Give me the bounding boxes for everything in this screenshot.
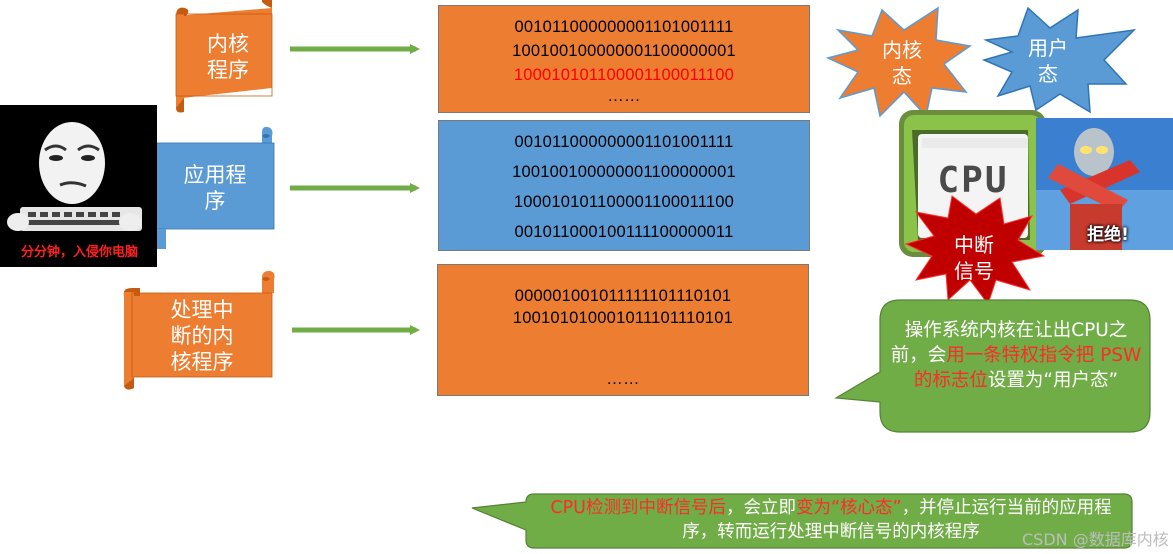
kernel-code-box: 001011000000001101001111 100100100000001… — [438, 5, 810, 113]
user-mode-label: 用户 态 — [1028, 36, 1068, 86]
interrupt-code-line-2: 100101010001011101110101 — [512, 309, 734, 327]
scroll-interrupt-handler — [123, 270, 275, 390]
bubble-right-part1: 操作系统内核在让出CPU之前，会 — [890, 320, 1128, 366]
bubble-bottom — [471, 493, 1133, 549]
bubble-bottom-seg2: ，会立即 — [725, 498, 796, 518]
burst-interrupt-signal — [904, 195, 1046, 306]
burst-kernel-mode — [825, 6, 972, 118]
app-code-line-1: 001011000000001101001111 — [514, 133, 734, 151]
app-code-box: 001011000000001101001111 100100100000001… — [438, 120, 810, 251]
kernel-program-label: 内核 程序 — [207, 32, 249, 82]
bubble-right-text: 操作系统内核在让出CPU之前，会用一条特权指令把 PSW 的标志位设置为“用户态… — [890, 318, 1142, 393]
app-program-label: 应用程 序 — [183, 163, 247, 213]
kernel-code-line-highlight: 100010101100001100011100 — [513, 66, 735, 84]
refuse-label: 拒绝! — [1087, 225, 1129, 245]
refuse-image — [1036, 118, 1173, 250]
interrupt-code-ellipsis: …… — [606, 370, 640, 388]
interrupt-signal-label: 中断 信号 — [954, 233, 994, 283]
bubble-bottom-text: CPU检测到中断信号后，会立即变为“核心态”，并停止运行当前的应用程序，转而运行… — [536, 496, 1126, 544]
interrupt-code-box: 000001001011111101110101 100101010001011… — [437, 264, 809, 396]
bubble-right — [834, 299, 1151, 433]
bubble-bottom-seg4: ，并停止运行当前的应用程序，转而运行处理中断信号的内核程序 — [682, 498, 1112, 542]
kernel-mode-label: 内核 态 — [882, 38, 922, 88]
bubble-right-part3: 设置为“用户态” — [987, 370, 1119, 391]
bubble-bottom-seg3: 变为“核心态” — [795, 498, 902, 518]
interrupt-handler-label: 处理中 断的内 核程序 — [170, 298, 234, 374]
cpu-chip-label: CPU — [937, 160, 1009, 201]
meme-image — [0, 105, 157, 267]
meme-caption: 分分钟，入侵你电脑 — [20, 245, 138, 260]
scroll-kernel-program — [175, 0, 273, 113]
watermark: CSDN @数据库内核 — [1022, 530, 1169, 549]
burst-user-mode — [981, 6, 1137, 114]
kernel-code-line-2: 100100100000001100000001 — [512, 42, 736, 60]
bubble-bottom-seg1: CPU检测到中断信号后 — [550, 498, 726, 518]
app-code-line-3: 100010101100001100011100 — [513, 193, 735, 211]
interrupt-code-line-1: 000001001011111101110101 — [514, 287, 732, 305]
app-code-line-4: 001011000100111100000011 — [514, 223, 734, 241]
app-code-line-2: 100100100000001100000001 — [512, 163, 736, 181]
bubble-right-part2: 用一条特权指令把 PSW 的标志位 — [913, 345, 1142, 391]
scroll-app-program — [155, 126, 275, 249]
kernel-code-line-1: 001011000000001101001111 — [514, 18, 734, 36]
kernel-code-ellipsis: …… — [607, 87, 641, 105]
